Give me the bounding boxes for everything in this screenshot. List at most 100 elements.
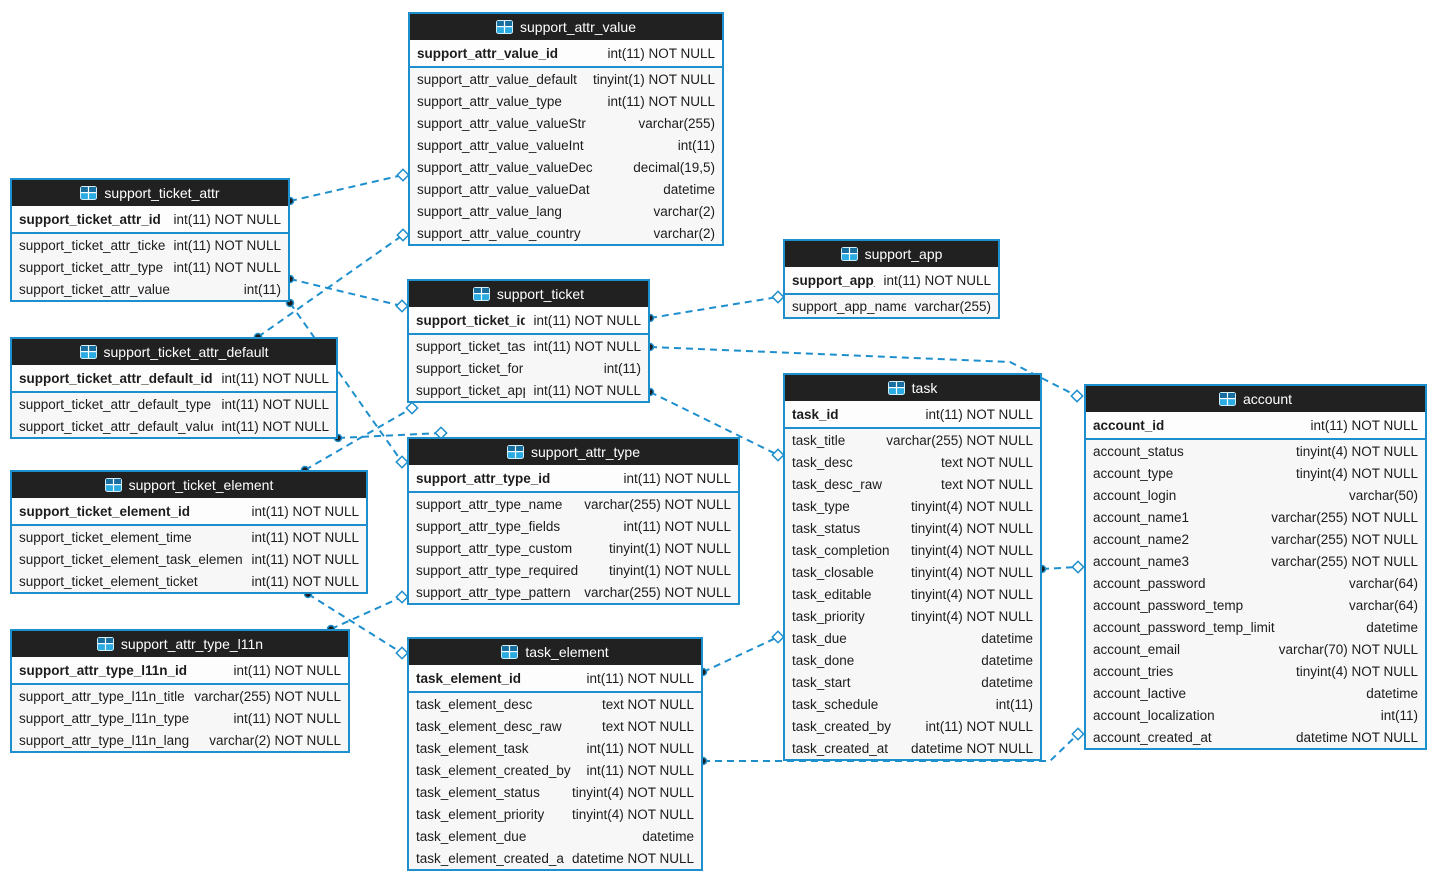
primary-key-row[interactable]: task_id int(11) NOT NULL xyxy=(785,401,1040,429)
relationship-line[interactable] xyxy=(337,432,442,439)
table-header[interactable]: support_ticket_attr xyxy=(12,180,288,206)
relationship-line[interactable] xyxy=(649,296,779,319)
table-header[interactable]: support_attr_type_l11n xyxy=(12,631,348,657)
relationship-line[interactable] xyxy=(257,234,404,338)
relationship-line[interactable] xyxy=(702,636,779,673)
primary-key-row[interactable]: task_element_id int(11) NOT NULL xyxy=(409,665,701,693)
table-header[interactable]: task xyxy=(785,375,1040,401)
table-task[interactable]: task task_id int(11) NOT NULL task_title… xyxy=(783,373,1042,761)
table-header[interactable]: support_attr_type xyxy=(409,439,738,465)
primary-key-row[interactable]: support_app_id int(11) NOT NULL xyxy=(785,267,998,295)
table-support-app[interactable]: support_app support_app_id int(11) NOT N… xyxy=(783,239,1000,319)
table-header[interactable]: support_ticket_element xyxy=(12,472,366,498)
relationship-line[interactable] xyxy=(289,174,404,202)
relationship-line[interactable] xyxy=(304,407,413,471)
primary-key-row[interactable]: support_ticket_element_id int(11) NOT NU… xyxy=(12,498,366,526)
table-account[interactable]: account account_id int(11) NOT NULL acco… xyxy=(1084,384,1427,750)
primary-key-row[interactable]: support_attr_type_l11n_id int(11) NOT NU… xyxy=(12,657,348,685)
table-header[interactable]: support_app xyxy=(785,241,998,267)
table-task-element[interactable]: task_element task_element_id int(11) NOT… xyxy=(407,637,703,871)
table-header[interactable]: support_ticket_attr_default xyxy=(12,339,336,365)
table-header[interactable]: task_element xyxy=(409,639,701,665)
relationship-line[interactable] xyxy=(703,733,1079,762)
table-header[interactable]: support_ticket xyxy=(409,281,648,307)
table-support-ticket-element[interactable]: support_ticket_element support_ticket_el… xyxy=(10,470,368,594)
primary-key-row[interactable]: support_attr_value_id int(11) NOT NULL xyxy=(410,40,722,68)
relationship-line[interactable] xyxy=(289,278,403,307)
table-support-ticket-attr-default[interactable]: support_ticket_attr_default support_tick… xyxy=(10,337,338,439)
table-header[interactable]: account xyxy=(1086,386,1425,412)
table-support-attr-type-l11n[interactable]: support_attr_type_l11n support_attr_type… xyxy=(10,629,350,753)
primary-key-row[interactable]: support_ticket_id int(11) NOT NULL xyxy=(409,307,648,335)
relationship-line[interactable] xyxy=(330,596,403,630)
primary-key-row[interactable]: support_ticket_attr_default_id int(11) N… xyxy=(12,365,336,393)
table-support-attr-type[interactable]: support_attr_type support_attr_type_id i… xyxy=(407,437,740,605)
primary-key-row[interactable]: account_id int(11) NOT NULL xyxy=(1086,412,1425,440)
table-support-ticket[interactable]: support_ticket support_ticket_id int(11)… xyxy=(407,279,650,403)
primary-key-row[interactable]: support_attr_type_id int(11) NOT NULL xyxy=(409,465,738,493)
relationship-line[interactable] xyxy=(289,302,403,463)
relationship-line[interactable] xyxy=(307,593,403,654)
